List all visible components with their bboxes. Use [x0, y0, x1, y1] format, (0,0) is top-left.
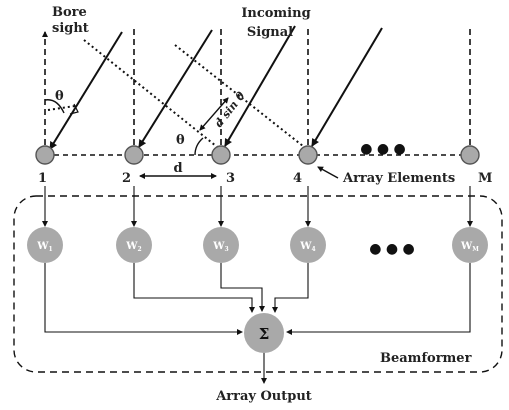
weight-node-1	[27, 227, 63, 263]
weight-label-2: W2	[125, 241, 141, 253]
ray-2	[138, 29, 213, 148]
sigma-label: Σ	[259, 325, 270, 343]
array-element-1	[35, 145, 55, 165]
arrow-w3-sum	[220, 263, 265, 312]
array-element-4	[298, 145, 318, 165]
array-element-m	[460, 145, 480, 165]
array-elements-label: Array Elements	[342, 171, 455, 186]
incoming-label-line2: Signal	[247, 25, 293, 40]
theta-arc-top	[44, 99, 65, 114]
weight-label-1: W1	[36, 241, 52, 253]
array-element-3	[211, 145, 231, 165]
weight-node-3	[203, 227, 239, 263]
array-elements-pointer	[317, 166, 339, 179]
array-element-nodes	[35, 145, 480, 165]
array-output-label: Array Output	[215, 389, 312, 404]
element-index-2: 2	[122, 171, 131, 186]
weight-label-4: W4	[299, 241, 315, 253]
weight-label-m: WM	[460, 241, 479, 253]
boresight-lines	[42, 28, 471, 155]
summer-node	[244, 313, 284, 353]
ray-3	[224, 25, 296, 147]
wavefronts	[47, 39, 309, 151]
element-index-3: 3	[226, 171, 235, 186]
arrow-wm-sum	[286, 263, 471, 335]
d-label: d	[173, 161, 182, 176]
element-index-1: 1	[38, 171, 47, 186]
theta-arc-mid	[194, 137, 204, 156]
weight-label-3: W3	[212, 241, 228, 253]
beamformer-box	[13, 195, 503, 373]
right-angle-mark	[69, 103, 79, 115]
signal-rays	[49, 25, 383, 150]
incoming-label-line1: Incoming	[241, 6, 310, 21]
arrow-w4-sum	[272, 263, 309, 313]
dsin-arrow	[199, 97, 229, 131]
weight-node-m	[452, 227, 488, 263]
element-index-m: M	[478, 171, 492, 186]
element-index-4: 4	[293, 171, 302, 186]
theta-top-label: θ	[55, 89, 64, 104]
ellipsis-elements: ● ● ●	[360, 141, 406, 157]
weight-node-4	[290, 227, 326, 263]
ray-1	[49, 31, 123, 150]
beamformer-label: Beamformer	[380, 351, 472, 366]
boresight-label-line2: sight	[52, 21, 89, 36]
ellipsis-weights: ● ● ●	[369, 241, 415, 257]
element-weight-arrows	[42, 186, 473, 227]
weight-node-2	[116, 227, 152, 263]
wavefront-2	[174, 44, 309, 151]
arrow-w2-sum	[133, 263, 255, 313]
boresight-label-line1: Bore	[52, 5, 87, 20]
theta-mid-label: θ	[176, 133, 185, 148]
ray-4	[311, 27, 383, 147]
weight-nodes	[27, 227, 488, 263]
weight-sum-arrows	[44, 263, 471, 384]
arrow-w1-sum	[44, 263, 243, 335]
wavefront-1	[83, 39, 222, 151]
array-element-2	[124, 145, 144, 165]
